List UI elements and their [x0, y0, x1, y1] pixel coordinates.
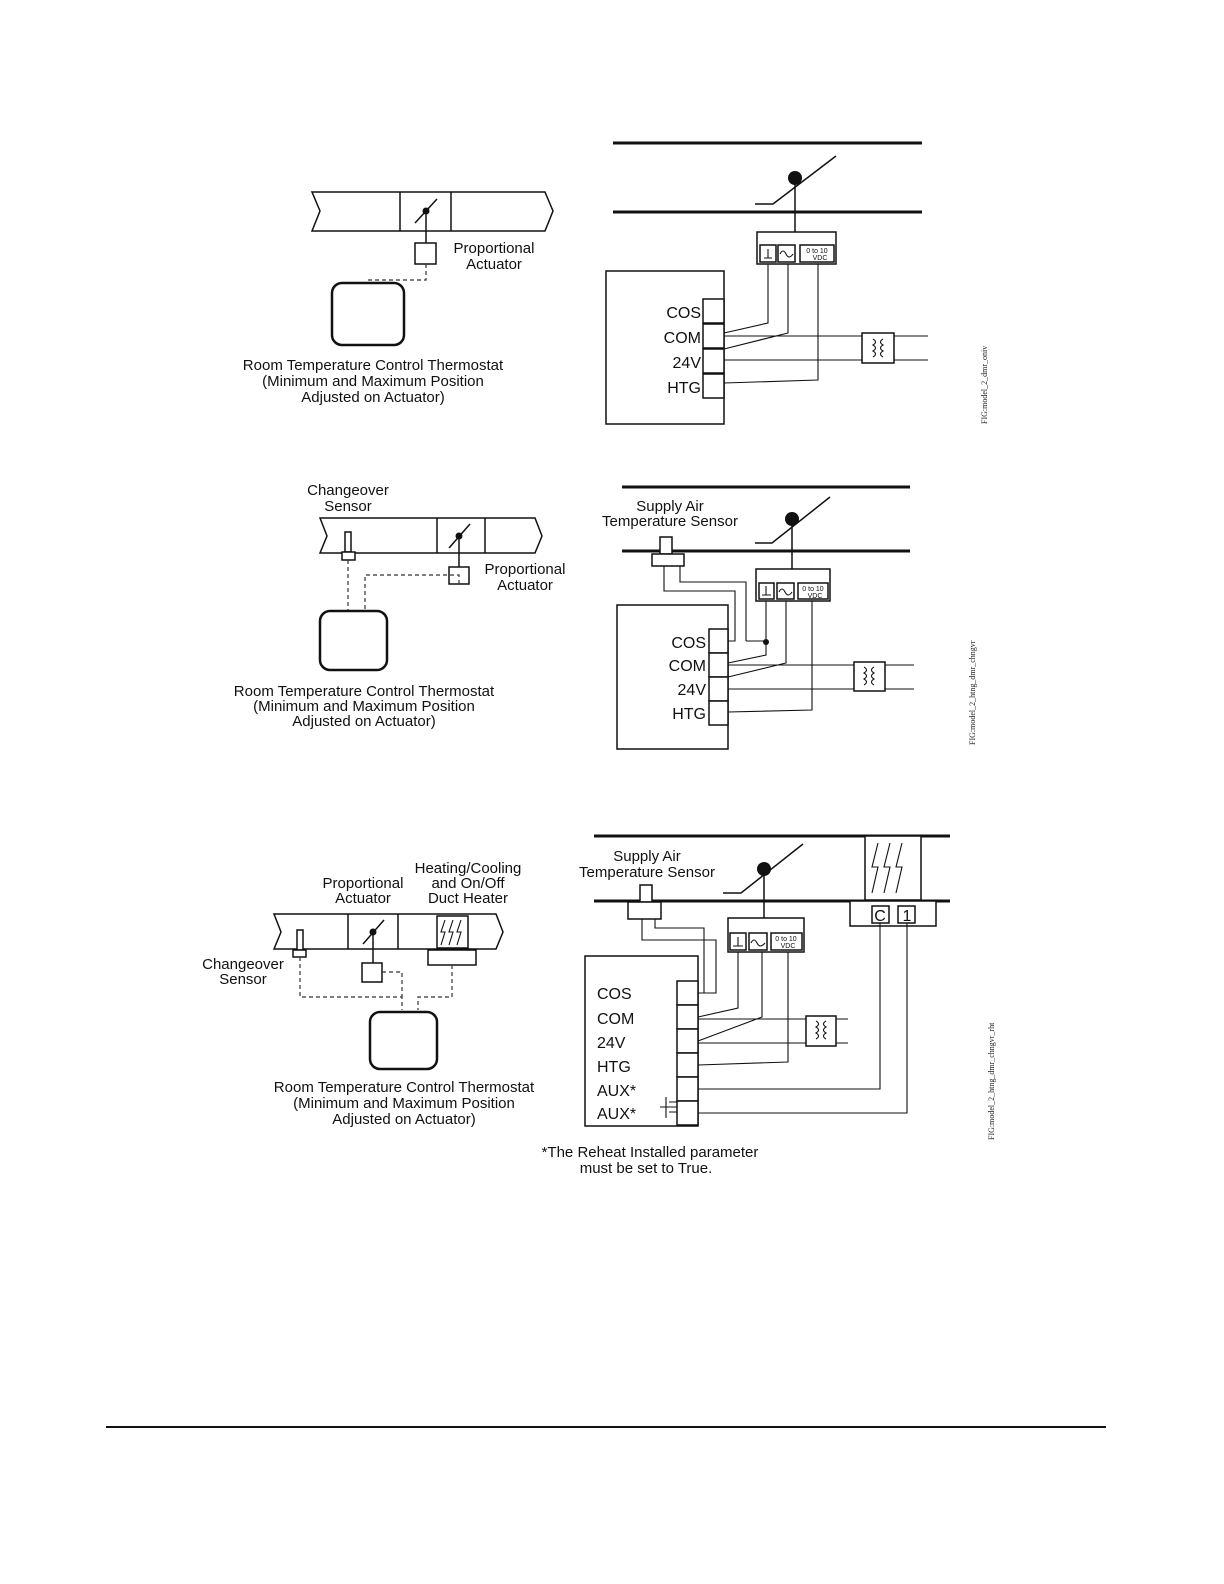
svg-text:Proportional: Proportional — [485, 561, 566, 578]
d2-supply-sensor — [659, 536, 673, 555]
svg-text:Room Temperature Control Therm: Room Temperature Control Thermostat — [234, 683, 495, 700]
svg-text:Actuator: Actuator — [335, 890, 391, 907]
d2-term-24v: 24V — [678, 682, 707, 699]
d3-actuator-box — [361, 962, 383, 983]
d1-term-cos: COS — [666, 305, 701, 322]
d2-transformer — [853, 661, 886, 692]
d2-term-cos: COS — [671, 635, 706, 652]
d3-term-htg: HTG — [597, 1059, 631, 1076]
d3-heater-term-1: 1 — [903, 908, 912, 925]
d1-term-htg: HTG — [667, 380, 701, 397]
svg-text:0 to 10: 0 to 10 — [806, 248, 828, 255]
svg-text:Adjusted on Actuator): Adjusted on Actuator) — [292, 713, 435, 730]
d3-supply-sensor — [639, 884, 653, 903]
d1-thermostat-label-2: (Minimum and Maximum Position — [262, 373, 484, 390]
d1-actuator-label-2: Actuator — [466, 256, 522, 273]
svg-text:Proportional: Proportional — [323, 875, 404, 892]
d1-thermostat-label-3: Adjusted on Actuator) — [301, 389, 444, 406]
svg-text:Changeover: Changeover — [202, 956, 284, 973]
svg-text:Temperature Sensor: Temperature Sensor — [602, 513, 738, 530]
svg-text:(Minimum and Maximum Position: (Minimum and Maximum Position — [253, 698, 475, 715]
svg-text:Supply Air: Supply Air — [636, 498, 704, 515]
d2-duct — [318, 517, 543, 554]
d3-duct — [272, 913, 504, 950]
d3-fig-id: FIG:model_2_htng_dmr_chngvr_rht — [987, 1022, 996, 1140]
d3-transformer — [805, 1015, 837, 1047]
d2-term-htg: HTG — [672, 706, 706, 723]
d3-changeover-sensor — [296, 929, 304, 951]
svg-text:Sensor: Sensor — [219, 971, 267, 988]
d2-thermostat — [318, 609, 389, 672]
d3-term-aux-1: AUX* — [597, 1083, 636, 1100]
diagram-2: Changeover Sensor Proportional Actuator … — [234, 482, 977, 750]
d3-heater-terminals — [849, 900, 937, 927]
d2-changeover-sensor — [344, 531, 352, 553]
svg-text:Room Temperature Control Therm: Room Temperature Control Thermostat — [274, 1079, 535, 1096]
d3-term-24v: 24V — [597, 1035, 626, 1052]
d3-term-aux-2: AUX* — [597, 1106, 636, 1123]
d1-actuator-label-1: Proportional — [454, 240, 535, 257]
d1-actuator-box — [414, 242, 437, 265]
d1-thermostat — [330, 281, 406, 347]
d3-note-2: must be set to True. — [580, 1160, 713, 1177]
d1-term-com: COM — [664, 330, 701, 347]
svg-text:(Minimum and Maximum Position: (Minimum and Maximum Position — [293, 1095, 515, 1112]
svg-text:and On/Off: and On/Off — [431, 875, 505, 892]
d3-heater-term-c: C — [874, 908, 886, 925]
d1-duct — [310, 191, 554, 232]
svg-text:Supply Air: Supply Air — [613, 848, 681, 865]
d1-fig-id: FIG:model_2_dmr_oniv — [980, 346, 989, 424]
svg-text:VDC: VDC — [813, 255, 828, 262]
diagram-1: Proportional Actuator Room Temperature C… — [243, 141, 989, 425]
svg-text:0 to 10: 0 to 10 — [775, 936, 797, 943]
d1-thermostat-label-1: Room Temperature Control Thermostat — [243, 357, 504, 374]
d2-fig-id: FIG:model_2_htng_dmr_chngvr — [968, 640, 977, 745]
svg-text:0 to 10: 0 to 10 — [802, 586, 824, 593]
svg-text:Temperature Sensor: Temperature Sensor — [579, 864, 715, 881]
svg-text:Duct Heater: Duct Heater — [428, 890, 508, 907]
d3-term-cos: COS — [597, 986, 632, 1003]
svg-text:Heating/Cooling: Heating/Cooling — [415, 860, 522, 877]
svg-text:Actuator: Actuator — [497, 577, 553, 594]
svg-text:Changeover: Changeover — [307, 482, 389, 499]
d2-term-com: COM — [669, 658, 706, 675]
svg-text:Sensor: Sensor — [324, 498, 372, 515]
d3-term-com: COM — [597, 1011, 634, 1028]
svg-text:Adjusted on Actuator): Adjusted on Actuator) — [332, 1111, 475, 1128]
d3-heater-element — [864, 835, 922, 901]
diagram-3: Proportional Actuator Heating/Cooling an… — [202, 834, 996, 1177]
d1-transformer — [861, 332, 895, 364]
d3-note-1: *The Reheat Installed parameter — [542, 1144, 759, 1161]
svg-text:VDC: VDC — [808, 593, 823, 600]
d1-term-24v: 24V — [673, 355, 702, 372]
d3-thermostat — [368, 1010, 439, 1071]
svg-text:VDC: VDC — [781, 943, 796, 950]
